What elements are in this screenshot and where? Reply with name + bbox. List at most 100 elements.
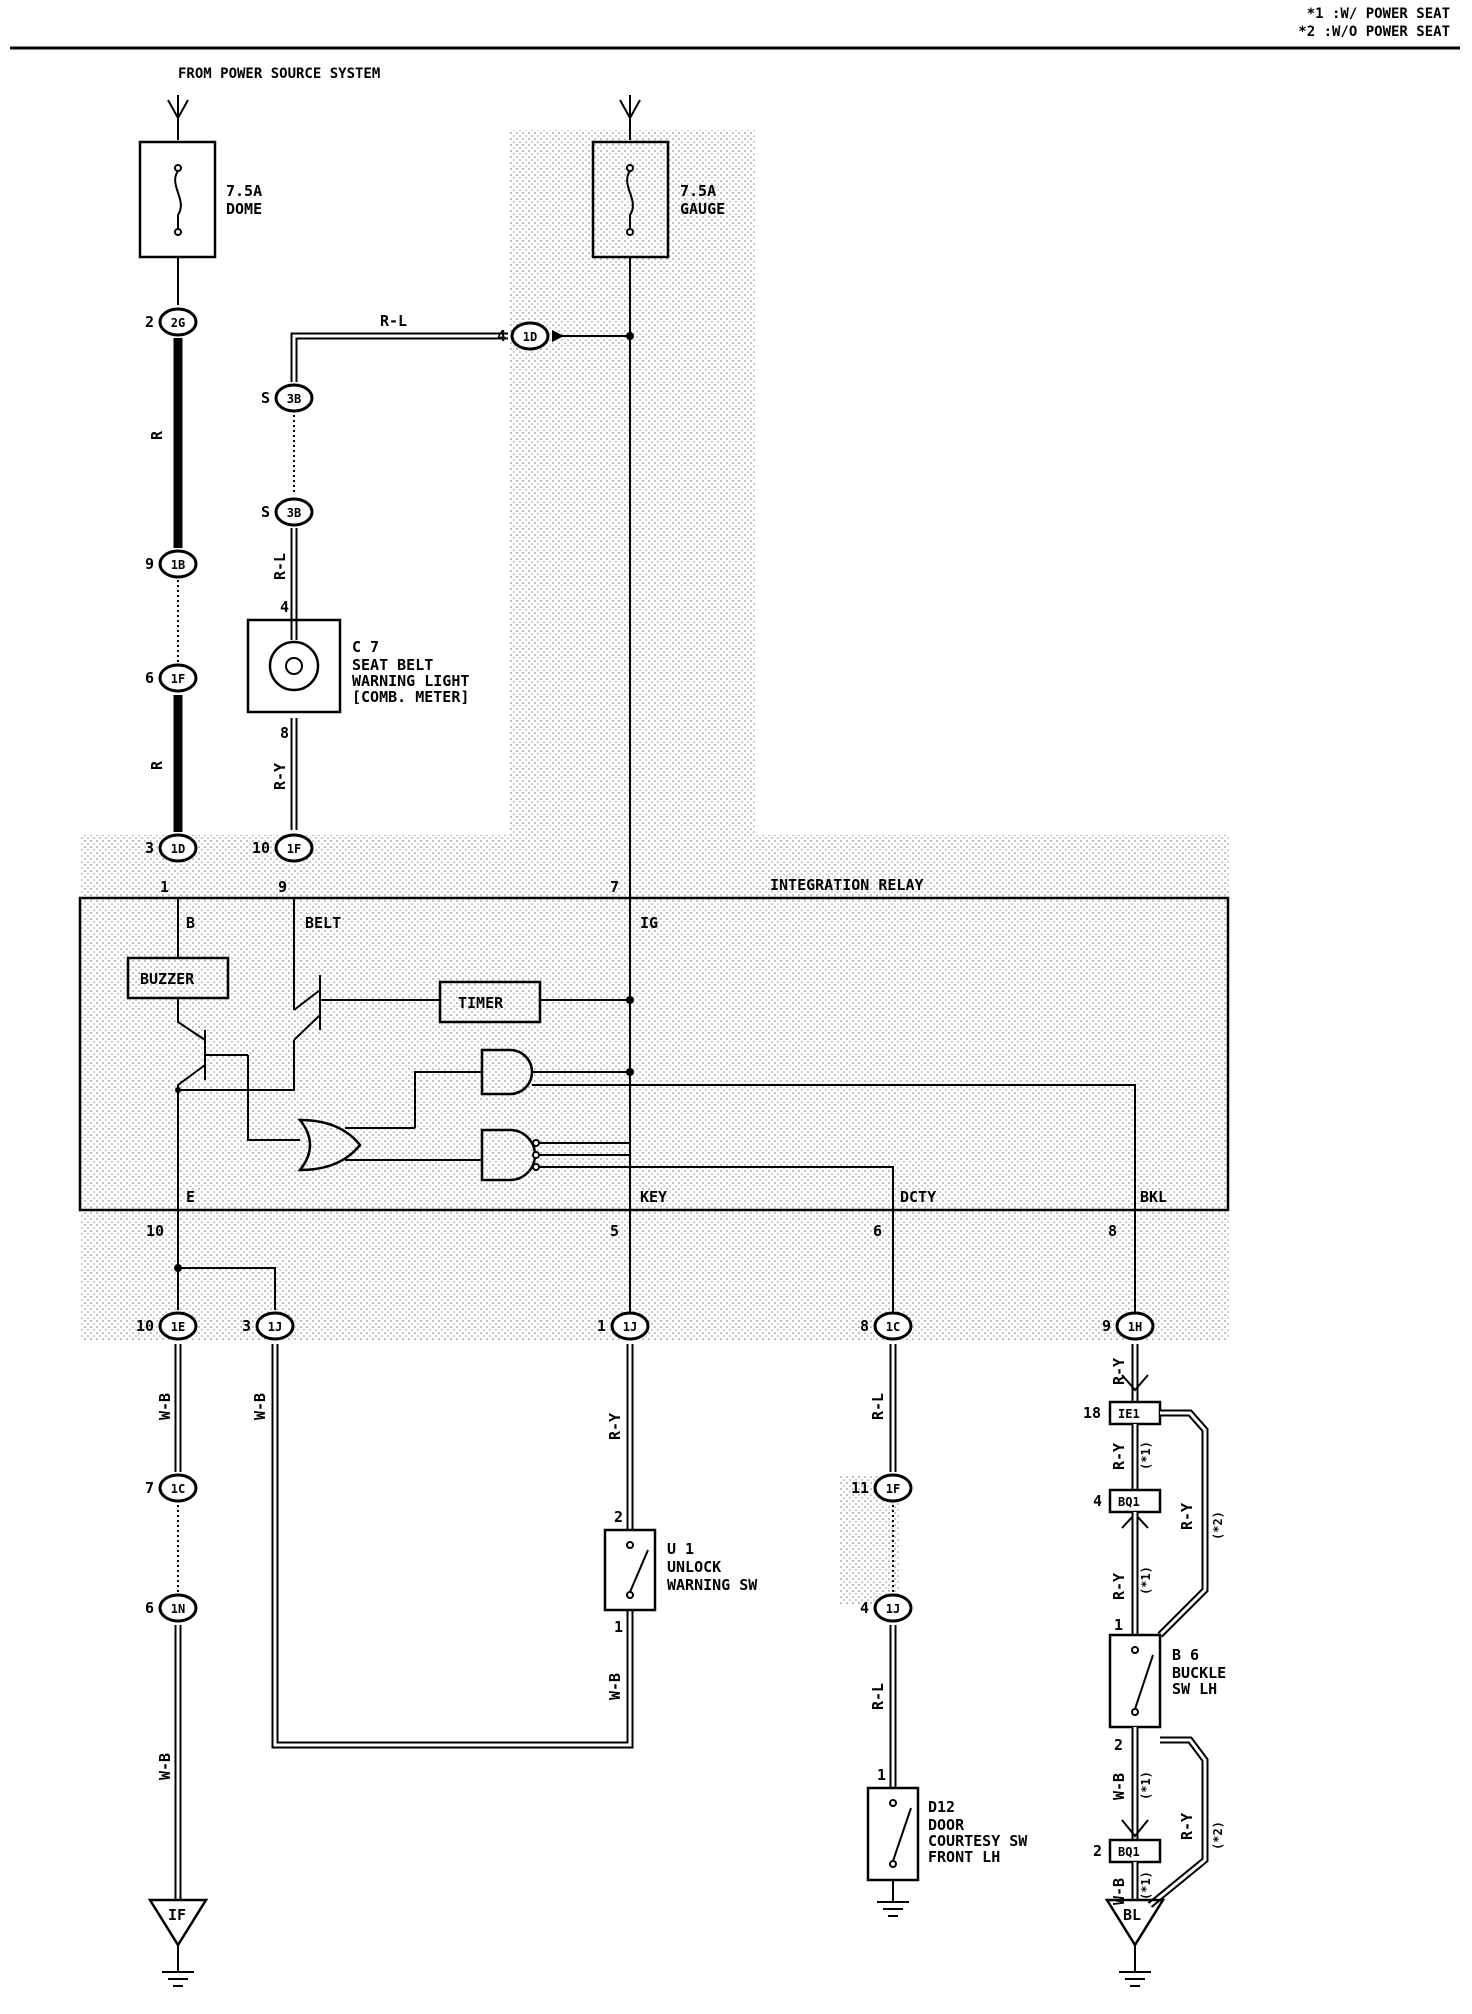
transistor-collector (293, 989, 321, 1011)
wire-ry-b6d-inner (1158, 1411, 1207, 1637)
lamp-icon (268, 640, 320, 692)
wire-label-wb-2: W-B (251, 1393, 269, 1420)
connector-c-3b-b: 3BS (261, 497, 314, 527)
variant-v5: (*2) (1211, 1821, 1225, 1850)
d12-line1: DOOR (928, 1816, 965, 1834)
connector-c-3b-a: 3BS (261, 383, 314, 413)
connector-id: 1C (886, 1320, 900, 1334)
wire-buzzer-base-2 (247, 1055, 300, 1141)
c7-warning-light-box (246, 618, 342, 714)
relay-pin-6: 6 (873, 1222, 882, 1240)
fuse-terminal (174, 228, 182, 236)
d12-line3: FRONT LH (928, 1848, 1000, 1866)
relay-terminal-ig: IG (640, 914, 658, 932)
fuse-terminal (174, 164, 182, 172)
connector-id: 1B (171, 558, 185, 572)
connector-id: 1F (287, 842, 301, 856)
relay-terminal-dcty: DCTY (900, 1188, 936, 1206)
wire-key (539, 1154, 631, 1325)
connector-id: 1F (171, 672, 185, 686)
connector-c-1h: 1H 9 (1102, 1311, 1155, 1341)
wire-label-rl-top: R-L (380, 312, 407, 330)
connector-id: 1C (171, 1482, 185, 1496)
connector-id: 1J (623, 1320, 637, 1334)
wire-and-top-or (414, 1071, 482, 1128)
connector-pin: 3 (145, 839, 154, 857)
connector-pin: 8 (860, 1317, 869, 1335)
fuse-dome-name: DOME (226, 200, 262, 218)
c7-id: C 7 (352, 638, 379, 656)
inverter-bubble-icon (532, 1163, 540, 1171)
ground-if-label: IF (168, 1906, 186, 1924)
connector-bq1-top-id: BQ1 (1118, 1495, 1140, 1509)
connector-pin: S (261, 389, 270, 407)
u1-line1: UNLOCK (667, 1558, 721, 1576)
junction-dot (626, 996, 634, 1004)
transistor-emitter (293, 1014, 321, 1041)
relay-terminal-b: B (186, 914, 195, 932)
fuse-terminal (626, 164, 634, 172)
b6-id: B 6 (1172, 1646, 1199, 1664)
connector-pin: 10 (136, 1317, 154, 1335)
wire-label-rl-d12b: R-L (869, 1683, 887, 1710)
wire-label-wb-3: W-B (156, 1753, 174, 1780)
relay-title: INTEGRATION RELAY (770, 876, 924, 894)
connector-id: 1J (886, 1602, 900, 1616)
wire-e-belt (178, 1040, 295, 1091)
connector-id: 1D (171, 842, 185, 856)
variant-v2: (*2) (1211, 1511, 1225, 1540)
timer-label: TIMER (458, 994, 504, 1012)
inverter-bubble-icon (532, 1151, 540, 1159)
switch-contact-icon (889, 1860, 897, 1868)
relay-pin-7: 7 (610, 878, 619, 896)
connector-pin: 4 (497, 327, 506, 345)
connector-pin: 7 (145, 1479, 154, 1497)
connector-id: 1F (886, 1482, 900, 1496)
connector-c-1n: 1N6 (145, 1593, 198, 1623)
relay-terminal-e: E (186, 1188, 195, 1206)
wire-dcty (539, 1166, 894, 1325)
wire-ry-b6e-inner (1149, 1738, 1207, 1907)
legend-note-2: *2 :W/O POWER SEAT (1298, 24, 1450, 40)
relay-terminal-key: KEY (640, 1188, 667, 1206)
wire-label-wb-1: W-B (156, 1393, 174, 1420)
switch-contact-icon (626, 1541, 634, 1549)
connector-c-1f-a: 1F6 (145, 663, 198, 693)
connector-pin: 9 (1102, 1317, 1111, 1335)
switch-contact-icon (626, 1591, 634, 1599)
c7-line2: WARNING LIGHT (352, 672, 469, 690)
wire-label-wb-u1: W-B (606, 1673, 624, 1700)
connector-c-1j-a: 1J3 (242, 1311, 295, 1341)
d12-line2: COURTESY SW (928, 1832, 1028, 1850)
connector-id: 1E (171, 1320, 185, 1334)
switch-contact-icon (1131, 1646, 1139, 1654)
connector-id: 1H (1128, 1320, 1142, 1334)
relay-pin-8: 8 (1108, 1222, 1117, 1240)
relay-terminal-bkl: BKL (1140, 1188, 1167, 1206)
or-gate-icon (297, 1118, 362, 1172)
connector-pin: 11 (851, 1479, 869, 1497)
connector-pin: 4 (860, 1599, 869, 1617)
connector-pin: 9 (145, 555, 154, 573)
wire-bkl (532, 1084, 1136, 1325)
wire-wb-2 (271, 1344, 634, 1749)
legend-note-1: *1 :W/ POWER SEAT (1307, 6, 1450, 22)
wire-label-ry-u1: R-Y (606, 1413, 624, 1440)
wire-buzzer-emitter (177, 1064, 206, 1222)
connector-c-1b: 1B 9 (145, 549, 198, 579)
u1-pin-bottom: 1 (614, 1618, 623, 1636)
wire-e-branch (178, 1267, 276, 1310)
fuse-terminal (626, 228, 634, 236)
connector-pin: 1 (597, 1317, 606, 1335)
ground-triangle-bl (1104, 1898, 1166, 1948)
fuse-gauge-amp: 7.5A (680, 182, 716, 200)
wire-rl-top-inner (292, 334, 508, 382)
connector-c-1d-b: 1D 3 (145, 833, 198, 863)
switch-lever-icon (892, 1807, 912, 1862)
b6-line2: SW LH (1172, 1680, 1217, 1698)
connector-ie1-id: IE1 (1118, 1407, 1140, 1421)
relay-pin-5: 5 (610, 1222, 619, 1240)
wire-label-wb-b6b: W-B (1110, 1878, 1128, 1905)
